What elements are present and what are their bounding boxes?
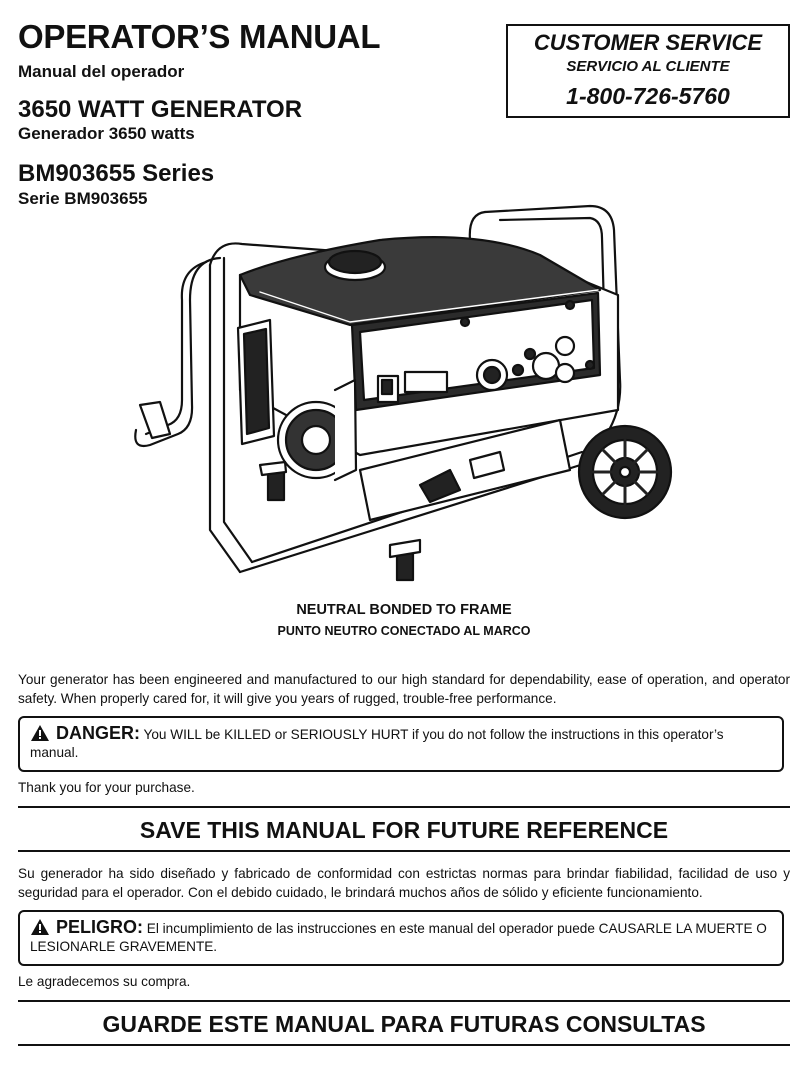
divider (18, 1000, 790, 1002)
generator-illustration (134, 204, 673, 582)
product-title: 3650 WATT GENERATOR (18, 96, 303, 123)
danger-text: You WILL be KILLED or SERIOUSLY HURT if … (30, 727, 724, 760)
peligro-label: PELIGRO: (56, 917, 144, 937)
series-title-es: Serie BM903655 (18, 189, 148, 208)
divider (18, 806, 790, 808)
customer-service-phone: 1-800-726-5760 (566, 83, 730, 109)
danger-label: DANGER: (56, 723, 140, 743)
divider (18, 850, 790, 852)
illustration-caption-es: PUNTO NEUTRO CONECTADO AL MARCO (277, 624, 531, 638)
customer-service-label: CUSTOMER SERVICE (533, 30, 763, 55)
intro-paragraph-es: Su generador ha sido diseñado y fabricad… (18, 866, 790, 900)
thanks-text: Thank you for your purchase. (18, 780, 195, 795)
danger-box: DANGER: You WILL be KILLED or SERIOUSLY … (18, 716, 784, 772)
warning-icon (31, 725, 49, 741)
manual-title-es: Manual del operador (18, 62, 185, 81)
product-title-es: Generador 3650 watts (18, 124, 195, 143)
peligro-text: El incumplimiento de las instrucciones e… (30, 921, 767, 954)
customer-service-label-es: SERVICIO AL CLIENTE (566, 58, 730, 75)
customer-service-box: CUSTOMER SERVICE SERVICIO AL CLIENTE 1-8… (506, 24, 790, 118)
illustration-caption: NEUTRAL BONDED TO FRAME (296, 602, 512, 618)
intro-paragraph: Your generator has been engineered and m… (18, 672, 790, 706)
series-title: BM903655 Series (18, 160, 215, 187)
peligro-box: PELIGRO: El incumplimiento de las instru… (18, 910, 784, 966)
thanks-text-es: Le agradecemos su compra. (18, 974, 191, 989)
manual-title: OPERATOR’S MANUAL (18, 18, 381, 55)
save-manual-banner: SAVE THIS MANUAL FOR FUTURE REFERENCE (139, 817, 669, 843)
divider (18, 1044, 790, 1046)
guarde-manual-banner: GUARDE ESTE MANUAL PARA FUTURAS CONSULTA… (102, 1011, 706, 1037)
warning-icon (31, 919, 49, 935)
